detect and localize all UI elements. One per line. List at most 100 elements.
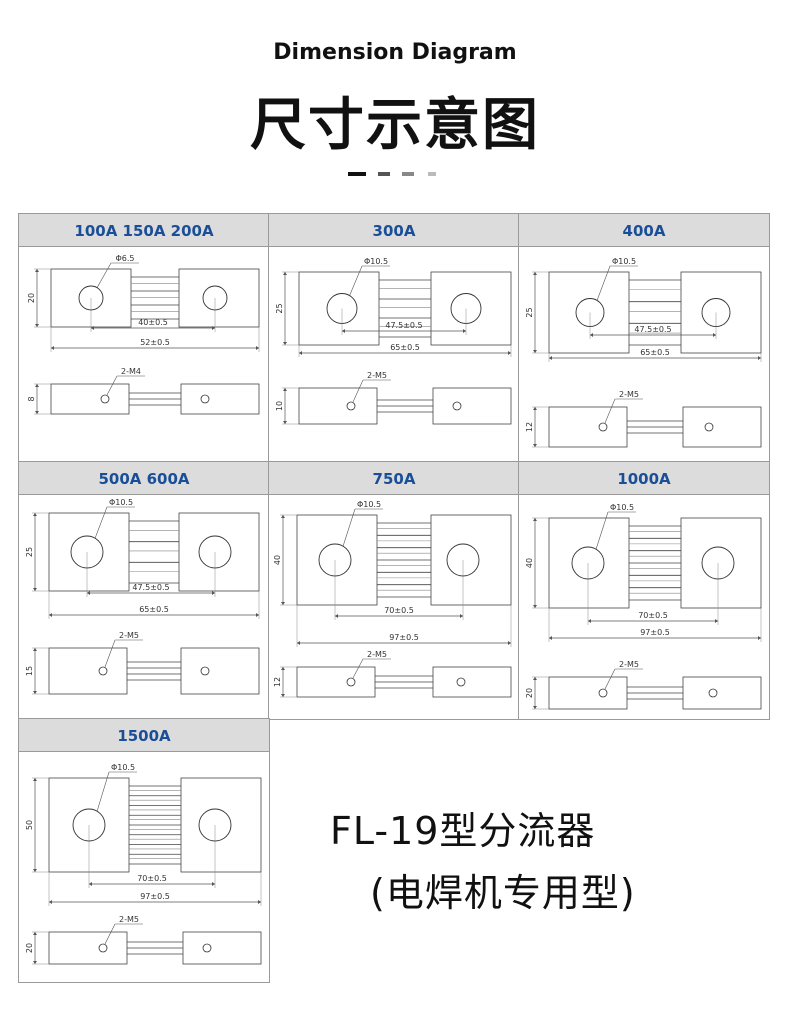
panel-heading: 300A [269, 214, 519, 247]
side-terminal-block [180, 383, 260, 415]
screw-size-label: 2-M5 [619, 390, 639, 399]
dimension-arrow [51, 346, 54, 350]
pitch-label: 70±0.5 [137, 874, 167, 883]
hole-diameter-label: Φ6.5 [115, 254, 134, 263]
panel-heading: 1000A [519, 462, 769, 495]
screw-hole [346, 677, 356, 687]
pitch-label: 70±0.5 [638, 611, 668, 620]
pitch-label: 47.5±0.5 [385, 321, 422, 330]
side-terminal-block [432, 666, 512, 698]
screw-hole [704, 422, 714, 432]
leader-line [349, 265, 363, 296]
dimension-arrow [33, 932, 37, 935]
thickness-label: 20 [525, 688, 534, 698]
dimension-arrow [713, 333, 716, 337]
dimension-arrow [281, 602, 285, 605]
dimension-arrow [91, 326, 94, 330]
leader-line [104, 923, 116, 945]
hole-diameter-label: Φ10.5 [109, 498, 133, 507]
screw-hole [100, 394, 110, 404]
dimension-arrow [256, 346, 259, 350]
screw-hole [346, 401, 356, 411]
dimension-arrow [533, 272, 537, 275]
dimension-arrow [33, 691, 37, 694]
dimension-arrow [33, 961, 37, 964]
thickness-label: 12 [273, 677, 282, 687]
dimension-arrow [256, 613, 259, 617]
pitch-label: 47.5±0.5 [634, 325, 671, 334]
pitch-label: 40±0.5 [138, 318, 168, 327]
side-terminal-block [682, 676, 762, 710]
thickness-label: 15 [25, 666, 34, 676]
dimension-arrow [281, 667, 285, 670]
dimension-arrow [281, 694, 285, 697]
diagram-subtitle: Dimension Diagram [273, 40, 517, 65]
dimension-arrow [342, 329, 345, 333]
length-label: 65±0.5 [139, 605, 169, 614]
dimension-arrow [281, 515, 285, 518]
dimension-arrow [283, 421, 287, 424]
side-terminal-block [182, 931, 262, 965]
dimension-arrow [89, 882, 92, 886]
diagram-title: 尺寸示意图 [250, 93, 540, 158]
dimension-arrow [212, 326, 215, 330]
length-label: 97±0.5 [140, 892, 170, 901]
dimension-arrow [33, 869, 37, 872]
leader-line [96, 771, 110, 812]
leader-line [104, 639, 116, 668]
screw-hole [98, 943, 108, 953]
leader-line [94, 506, 108, 539]
dimension-arrow [87, 591, 90, 595]
height-label: 25 [525, 307, 534, 317]
screw-size-label: 2-M5 [119, 915, 139, 924]
side-terminal-block [50, 383, 130, 415]
dimension-arrow [533, 407, 537, 410]
screw-hole [598, 688, 608, 698]
thickness-label: 20 [25, 943, 34, 953]
pitch-label: 70±0.5 [384, 606, 414, 615]
screw-hole [202, 943, 212, 953]
screw-size-label: 2-M4 [121, 367, 141, 376]
length-label: 52±0.5 [140, 338, 170, 347]
dimension-arrow [283, 388, 287, 391]
terminal-block [178, 512, 260, 592]
divider-dash [348, 172, 366, 176]
dimension-arrow [533, 677, 537, 680]
leader-line [604, 398, 616, 424]
dimension-arrow [549, 636, 552, 640]
dimension-arrow [35, 324, 39, 327]
length-label: 97±0.5 [640, 628, 670, 637]
dimension-arrow [588, 619, 591, 623]
dimension-arrow [258, 900, 261, 904]
product-usage: (电焊机专用型) [370, 871, 636, 915]
dimension-arrow [508, 351, 511, 355]
leader-line [106, 375, 118, 396]
divider-dash [428, 172, 436, 176]
dimension-arrow [533, 518, 537, 521]
divider-dash [378, 172, 390, 176]
thickness-label: 10 [275, 401, 284, 411]
dimension-arrow [33, 648, 37, 651]
leader-line [352, 379, 364, 403]
dimension-arrow [533, 350, 537, 353]
leader-line [352, 658, 364, 679]
side-terminal-block [298, 387, 378, 425]
dimension-arrow [533, 444, 537, 447]
dimension-arrow [283, 342, 287, 345]
dimension-arrow [549, 356, 552, 360]
dimension-arrow [297, 641, 300, 645]
leader-line [342, 508, 356, 547]
dimension-arrow [283, 272, 287, 275]
pitch-label: 47.5±0.5 [132, 583, 169, 592]
length-label: 97±0.5 [389, 633, 419, 642]
hole-diameter-label: Φ10.5 [364, 257, 388, 266]
thickness-label: 8 [27, 396, 36, 401]
